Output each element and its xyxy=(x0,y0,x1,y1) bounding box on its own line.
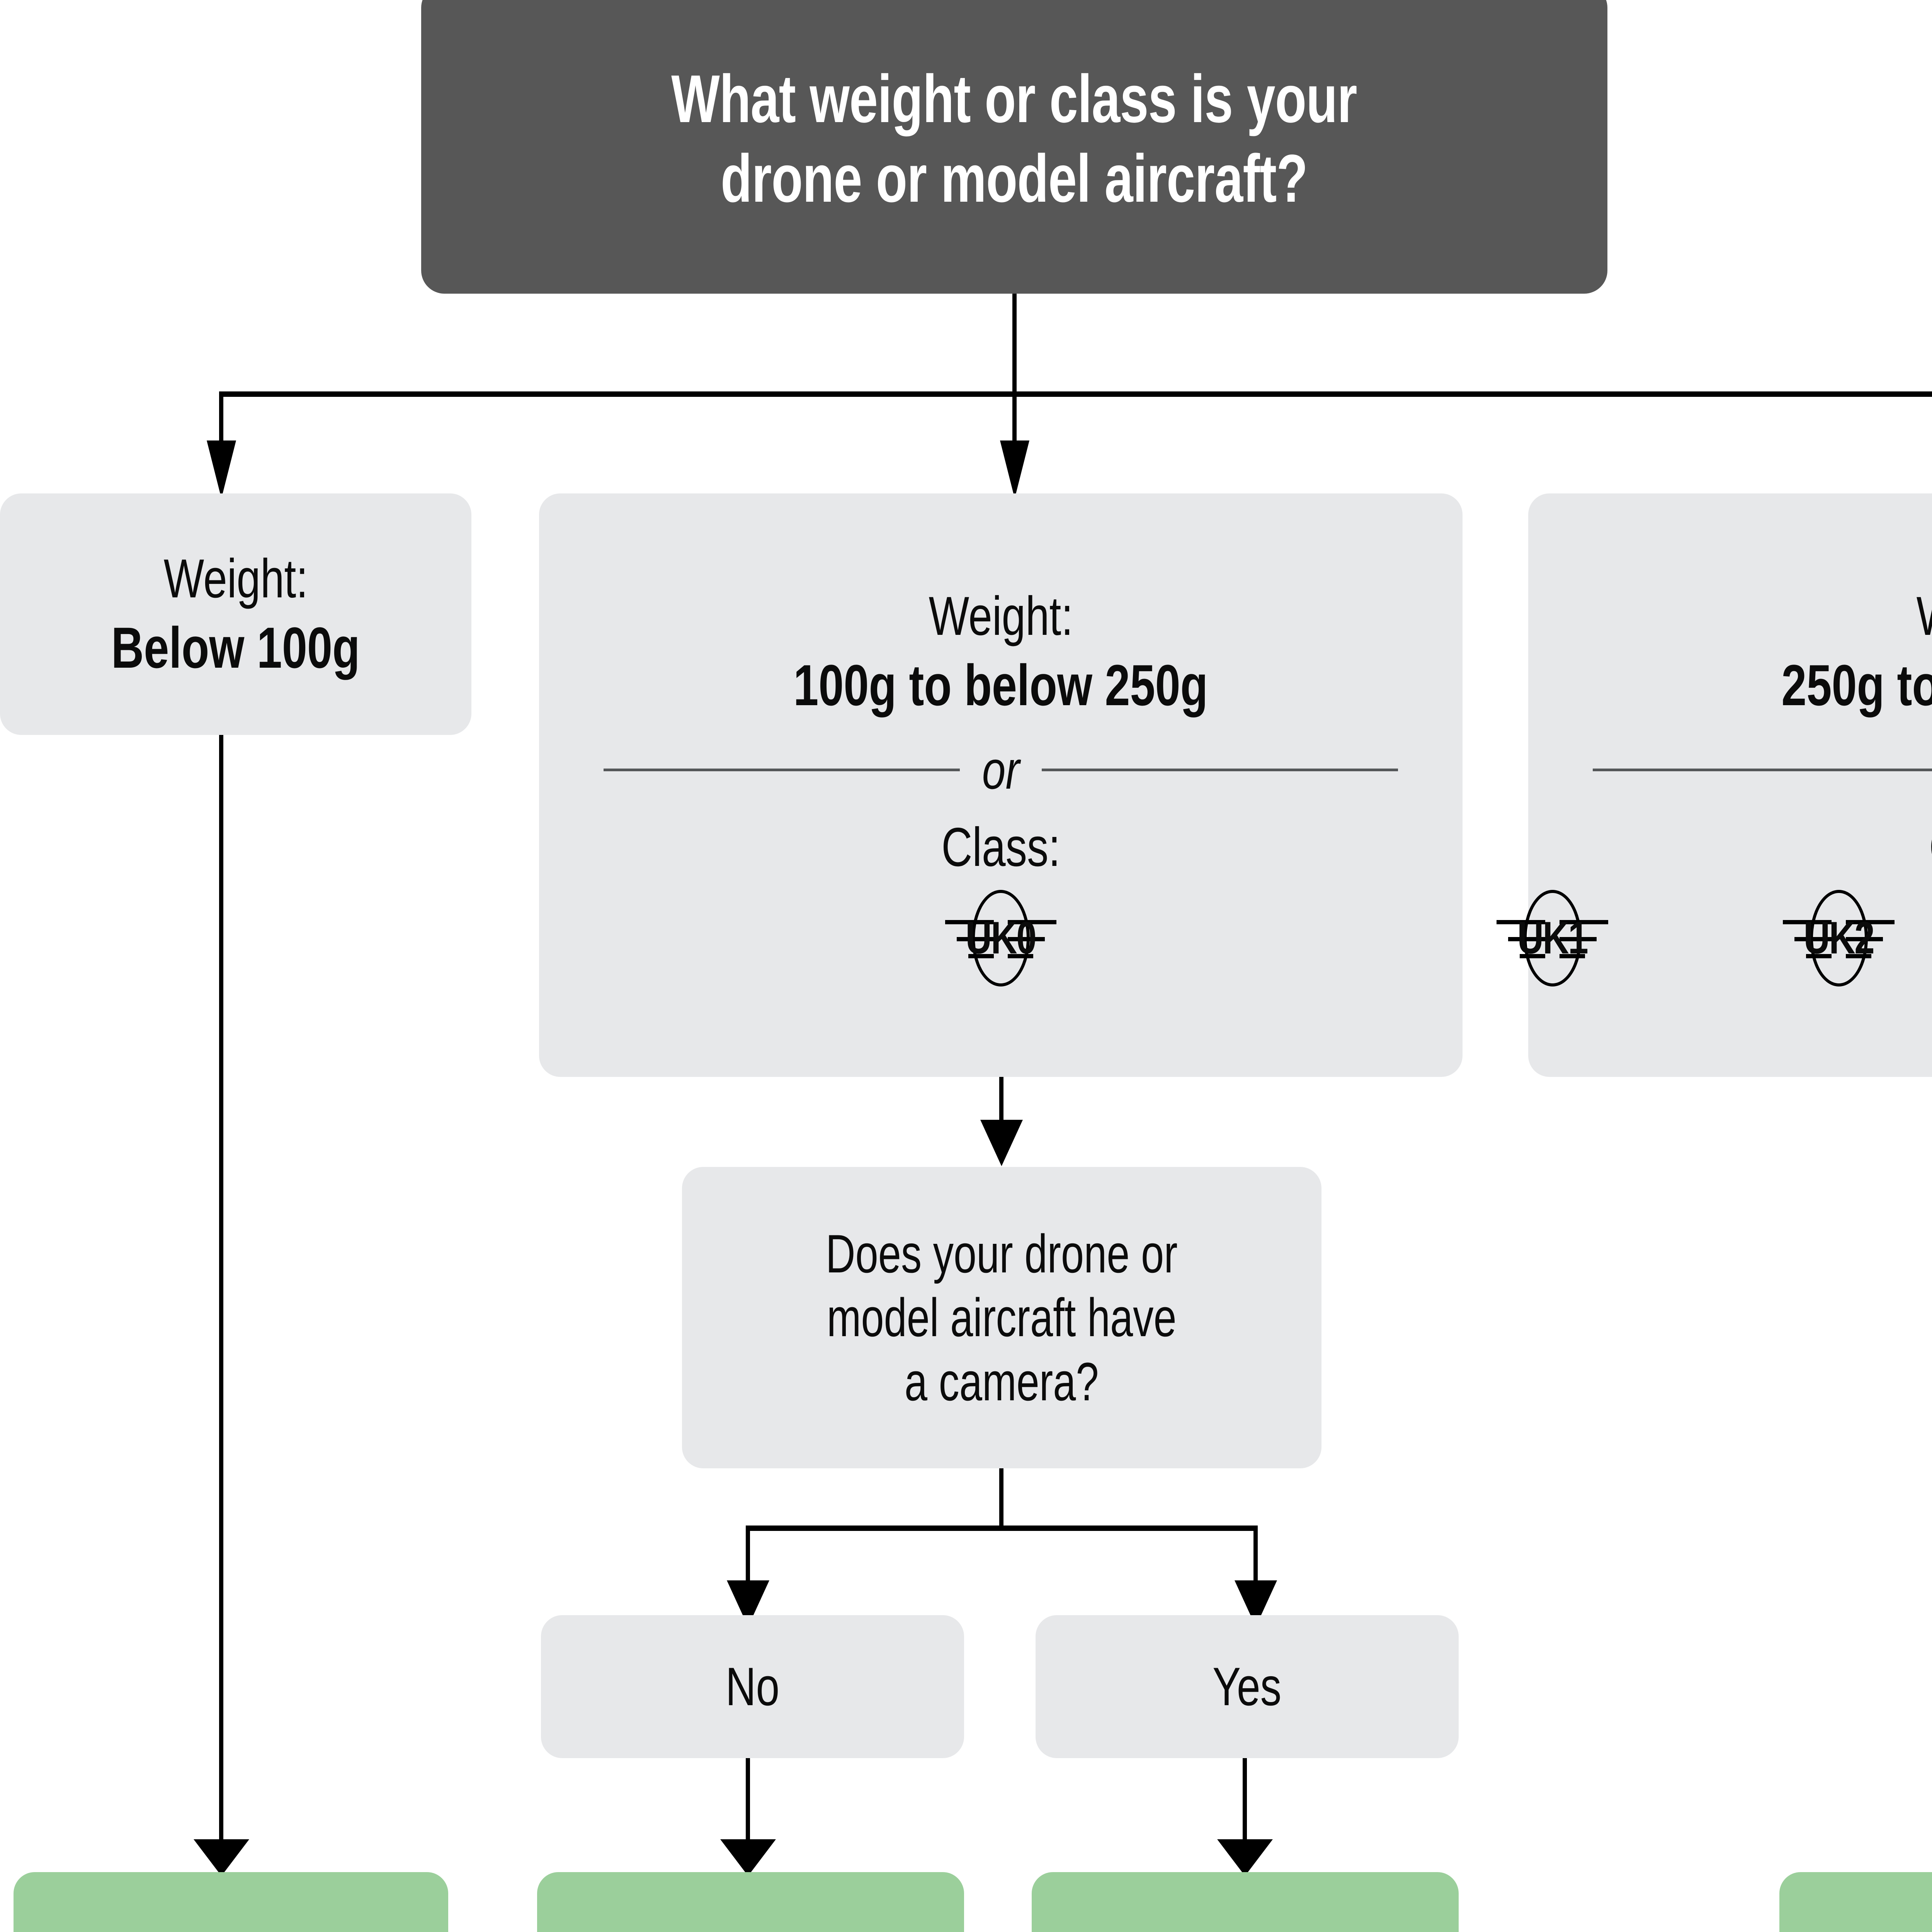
answer-no-box: No xyxy=(541,1615,964,1758)
or-rule-left xyxy=(604,769,960,771)
connector-camera-split-bar xyxy=(746,1526,1258,1531)
connector-camera-stem xyxy=(999,1468,1003,1528)
or-label-middle: or xyxy=(982,739,1020,800)
arrowhead-outcome-flyer xyxy=(720,1839,776,1876)
or-divider-middle: or xyxy=(604,738,1398,802)
branch-250g-25kg-class-label: Class: xyxy=(1929,815,1932,880)
branch-100g-250g-box: Weight: 100g to below 250g or Class: UK0 xyxy=(539,493,1463,1077)
arrowhead-outcome-none xyxy=(194,1839,249,1876)
badge-circle xyxy=(1810,889,1868,986)
class-badge-row-uk0: UK0 xyxy=(539,889,1463,986)
arrowhead-camera-question xyxy=(980,1120,1023,1166)
answer-yes-box: Yes xyxy=(1036,1615,1459,1758)
arrowhead-left xyxy=(207,440,236,498)
or-rule-left-2 xyxy=(1592,769,1932,771)
badge-circle xyxy=(972,889,1030,986)
badge-label-wrap: UK2 xyxy=(1794,911,1883,965)
arrowhead-middle xyxy=(1000,440,1029,498)
branch-100g-250g-weight-label: Weight: xyxy=(929,585,1073,647)
branch-250g-25kg-weight-value: 250g to below 25kg xyxy=(1781,652,1932,718)
badge-line-right-1 xyxy=(1559,920,1608,924)
connector-to-no xyxy=(746,1528,750,1588)
answer-yes-label: Yes xyxy=(1213,1656,1282,1717)
badge-label-wrap: UK0 xyxy=(956,911,1045,965)
badge-line-right-1 xyxy=(1008,920,1057,924)
badge-line-left-1 xyxy=(1497,920,1546,924)
connector-yes-to-outcome xyxy=(1243,1758,1247,1859)
connector-split-bar xyxy=(219,391,1932,397)
uk0-label: UK0 xyxy=(966,912,1037,964)
answer-no-label: No xyxy=(725,1656,780,1717)
branch-below-100g-weight-value: Below 100g xyxy=(111,615,360,680)
class-badge-row-uk1-uk4: UK1 UK2 UK3 xyxy=(1497,889,1932,986)
connector-drop-left xyxy=(219,395,223,452)
branch-100g-250g-class-label: Class: xyxy=(941,816,1060,878)
connector-branch2-to-camera xyxy=(999,1077,1003,1121)
badge-line-right-1 xyxy=(1845,920,1895,924)
or-rule-right xyxy=(1042,769,1398,771)
uk0-class-badge-icon: UK0 xyxy=(945,889,1057,986)
uk2-label: UK2 xyxy=(1803,912,1875,964)
arrowhead-outcome-both-1 xyxy=(1217,1839,1273,1876)
badge-line-left-1 xyxy=(1783,920,1832,924)
or-divider-right: or xyxy=(1592,738,1932,802)
connector-root-stem xyxy=(1012,294,1017,396)
camera-question-box: Does your drone or model aircraft have a… xyxy=(682,1167,1321,1468)
uk2-class-badge-icon: UK2 xyxy=(1783,889,1895,986)
connector-below100g-to-outcome xyxy=(219,735,223,1850)
outcome-flyer-and-operator-camera-box: You need a Flyer ID and Operator ID xyxy=(1032,1872,1459,1932)
badge-line-left-1 xyxy=(945,920,994,924)
branch-100g-250g-weight-value: 100g to below 250g xyxy=(793,652,1208,718)
connector-drop-middle xyxy=(1012,395,1017,452)
outcome-flyer-and-operator-weight-box: You need a Flyer ID and Operator ID xyxy=(1779,1872,1932,1932)
branch-250g-25kg-weight-label: Weight: xyxy=(1917,584,1932,649)
uk1-label: UK1 xyxy=(1517,912,1588,964)
root-question-text: What weight or class is your drone or mo… xyxy=(671,61,1357,217)
connector-to-yes xyxy=(1253,1528,1258,1588)
branch-below-100g-weight-label: Weight: xyxy=(163,548,308,610)
badge-circle xyxy=(1523,889,1582,986)
outcome-no-id-required-box: You do not need either a Flyer ID or Ope… xyxy=(14,1872,448,1932)
branch-250g-25kg-box: Weight: 250g to below 25kg or Class: UK1 xyxy=(1497,493,1932,1077)
root-question-box: What weight or class is your drone or mo… xyxy=(421,0,1607,294)
badge-label-wrap: UK1 xyxy=(1508,911,1597,965)
branch-below-100g-box: Weight: Below 100g xyxy=(0,493,471,735)
outcome-flyer-id-only-box: You need a Flyer ID only xyxy=(537,1872,964,1932)
connector-no-to-outcome xyxy=(746,1758,750,1859)
uk1-class-badge-icon: UK1 xyxy=(1497,889,1608,986)
camera-question-text: Does your drone or model aircraft have a… xyxy=(826,1223,1178,1412)
